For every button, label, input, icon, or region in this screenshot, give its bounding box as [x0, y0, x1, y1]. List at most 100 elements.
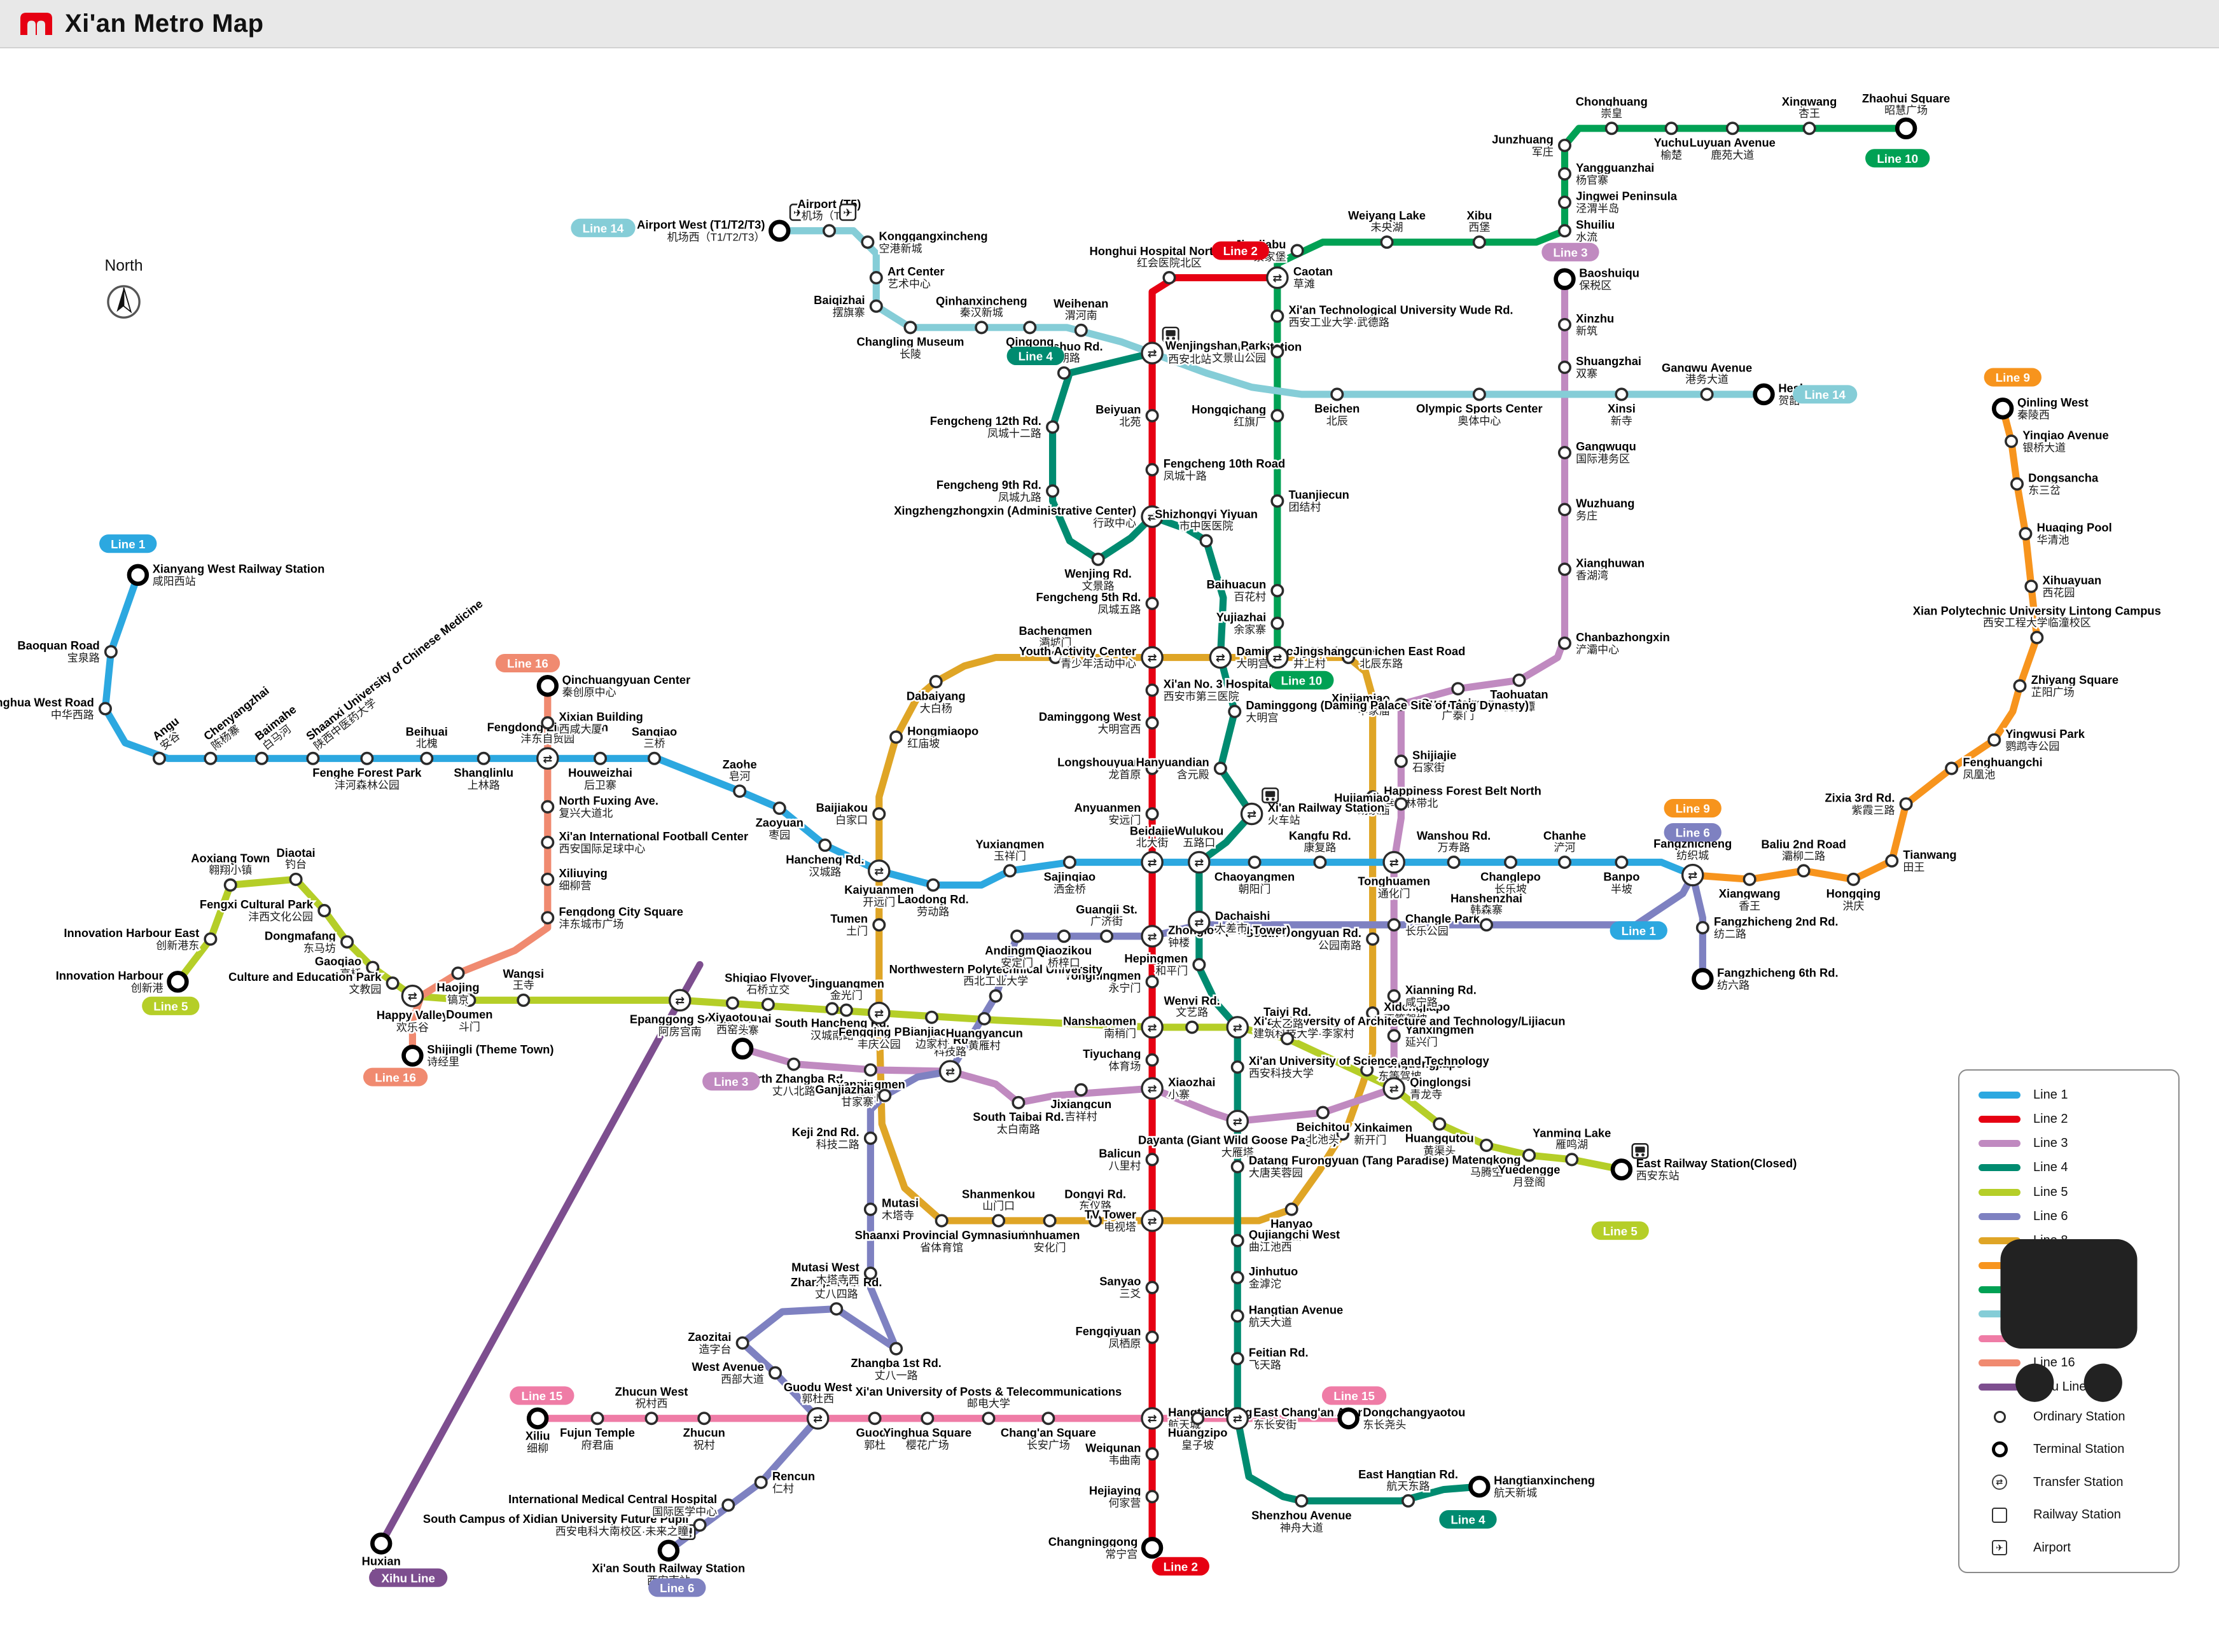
station-name-en: Shuiliu	[1576, 218, 1615, 231]
svg-text:Line 1: Line 1	[1622, 924, 1656, 938]
ordinary-station-marker	[830, 1302, 844, 1316]
station-name-en: TV Tower	[1085, 1208, 1136, 1221]
station-name-en: Shaanxi University of Chinese Medicine	[303, 597, 485, 743]
station-name-en: Qinchuangyuan Center	[562, 673, 691, 686]
station-name-zh: 洪庆	[1842, 900, 1864, 912]
terminal-station-marker	[401, 1045, 424, 1067]
ordinary-station-marker	[1145, 807, 1159, 821]
station-name-en: Yingwusi Park	[2005, 727, 2085, 740]
station-name-en: Sanqiao	[632, 725, 677, 739]
station-name-en: Xi'an University of Posts & Telecommunic…	[856, 1385, 1122, 1398]
station-name-en: Huangqutou	[1405, 1132, 1474, 1145]
station-name-en: Caotan	[1293, 265, 1333, 278]
station-name-zh: 康复路	[1304, 842, 1336, 854]
station-name-en: Huxian	[362, 1554, 401, 1567]
transfer-station-marker	[1141, 924, 1164, 948]
station-taiyi-rd: Taiyi Rd.太乙路	[1262, 1004, 1313, 1046]
ordinary-station-marker	[1700, 387, 1714, 401]
ordinary-station-marker	[104, 645, 118, 659]
station-name-en: Fangzhicheng 2nd Rd.	[1714, 915, 1838, 928]
station-name-zh: 东三岔	[2028, 484, 2061, 496]
xian-metro-logo	[20, 13, 52, 35]
station-airport-t5: Airport (T5)机场（T5）✈	[796, 196, 863, 238]
station-name-zh: 洒金桥	[1054, 883, 1086, 895]
transfer-station-marker	[668, 989, 692, 1012]
ordinary-station-marker	[818, 838, 832, 852]
station-name-en: East Hangtian Rd.	[1358, 1468, 1458, 1481]
station-name-zh: 沣东自贸园	[520, 733, 574, 745]
ordinary-station-marker	[1048, 651, 1062, 665]
station-zhangba-1st-rd: Zhangba 1st Rd.丈八一路	[849, 1342, 943, 1384]
ordinary-station-marker	[872, 807, 886, 821]
legend-swatch-line10	[1979, 1286, 2021, 1294]
ordinary-station-marker	[935, 1214, 949, 1228]
station-name-zh: 紫霞三路	[1851, 804, 1895, 816]
line-badge-line-6: Line 6	[648, 1578, 706, 1597]
airport-icon	[839, 204, 857, 221]
station-name-en: Huaqing Pool	[2037, 521, 2112, 534]
station-name-zh: 石桥立交	[746, 983, 790, 996]
transfer-station-marker	[1141, 1406, 1164, 1430]
station-name-en: Gangwu Avenue	[1662, 361, 1752, 374]
ordinary-station-marker	[1074, 323, 1088, 337]
station-name-en: Konggangxincheng	[879, 229, 988, 242]
line-path-line9	[1689, 405, 2041, 883]
ordinary-station-marker	[1145, 1153, 1159, 1167]
station-name-zh: 芷阳广场	[2031, 686, 2075, 698]
station-name-zh: 幸福林带北	[1384, 797, 1438, 809]
station-name-zh: 诗经里	[427, 1056, 459, 1068]
station-name-en: Dongdengjiapo	[1378, 1057, 1463, 1071]
station-name-zh: 秦陵西	[2017, 409, 2050, 421]
station-name-zh: 西花园	[2043, 587, 2075, 599]
line-badge-line-6: Line 6	[1664, 823, 1722, 842]
station-name-en: Beichen East Road	[1360, 644, 1465, 658]
legend-line-line4: Line 4	[1979, 1160, 2159, 1176]
terminal-station-marker	[370, 1532, 393, 1555]
station-name-en: Qinglongsi	[1410, 1076, 1471, 1089]
station-name-en: Zhiyang Square	[2031, 673, 2119, 686]
ordinary-station-marker	[254, 751, 268, 765]
station-name-en: Northwestern Polytechnical University	[889, 962, 1103, 976]
ordinary-station-marker	[1557, 503, 1571, 517]
station-name-zh: 杏王	[1798, 108, 1820, 120]
ordinary-station-marker	[1199, 534, 1213, 548]
ordinary-station-marker	[1057, 366, 1071, 380]
ordinary-station-marker	[1145, 1053, 1159, 1067]
ordinary-station-marker	[1472, 387, 1486, 401]
station-keji-2nd-rd: Keji 2nd Rd.科技二路	[790, 1123, 877, 1153]
station-name-en: Jinguangmen	[809, 976, 884, 990]
station-name-en: Matengkong	[1452, 1153, 1521, 1166]
station-name-en: Kangfu Rd.	[1289, 829, 1351, 842]
station-name-zh: 通化门	[1378, 888, 1410, 900]
station-fengcheng-12th-rd: Fengcheng 12th Rd.凤城十二路	[928, 412, 1060, 441]
terminal-station-marker	[769, 219, 791, 242]
station-name-zh: 井上村	[1293, 658, 1326, 670]
station-name-zh: 双寨	[1576, 368, 1597, 380]
station-name-en: Beidajie	[1130, 824, 1174, 838]
line-badge-line-14: Line 14	[1793, 385, 1858, 404]
line-badge-line-10: Line 10	[1865, 149, 1930, 168]
station-fengcheng-5th-rd: Fengcheng 5th Rd.凤城五路	[1034, 589, 1159, 618]
ordinary-station-marker	[735, 1336, 749, 1350]
ordinary-station-marker	[697, 1412, 711, 1426]
transfer-icon: ⇄	[1389, 856, 1399, 869]
line-badge-line-2: Line 2	[1151, 1557, 1209, 1576]
station-name-zh: 灞城门	[1040, 637, 1072, 649]
station-name-zh: 边家村	[915, 1038, 948, 1050]
ordinary-station-marker	[644, 1412, 658, 1426]
line-badge-line-5: Line 5	[142, 996, 200, 1015]
